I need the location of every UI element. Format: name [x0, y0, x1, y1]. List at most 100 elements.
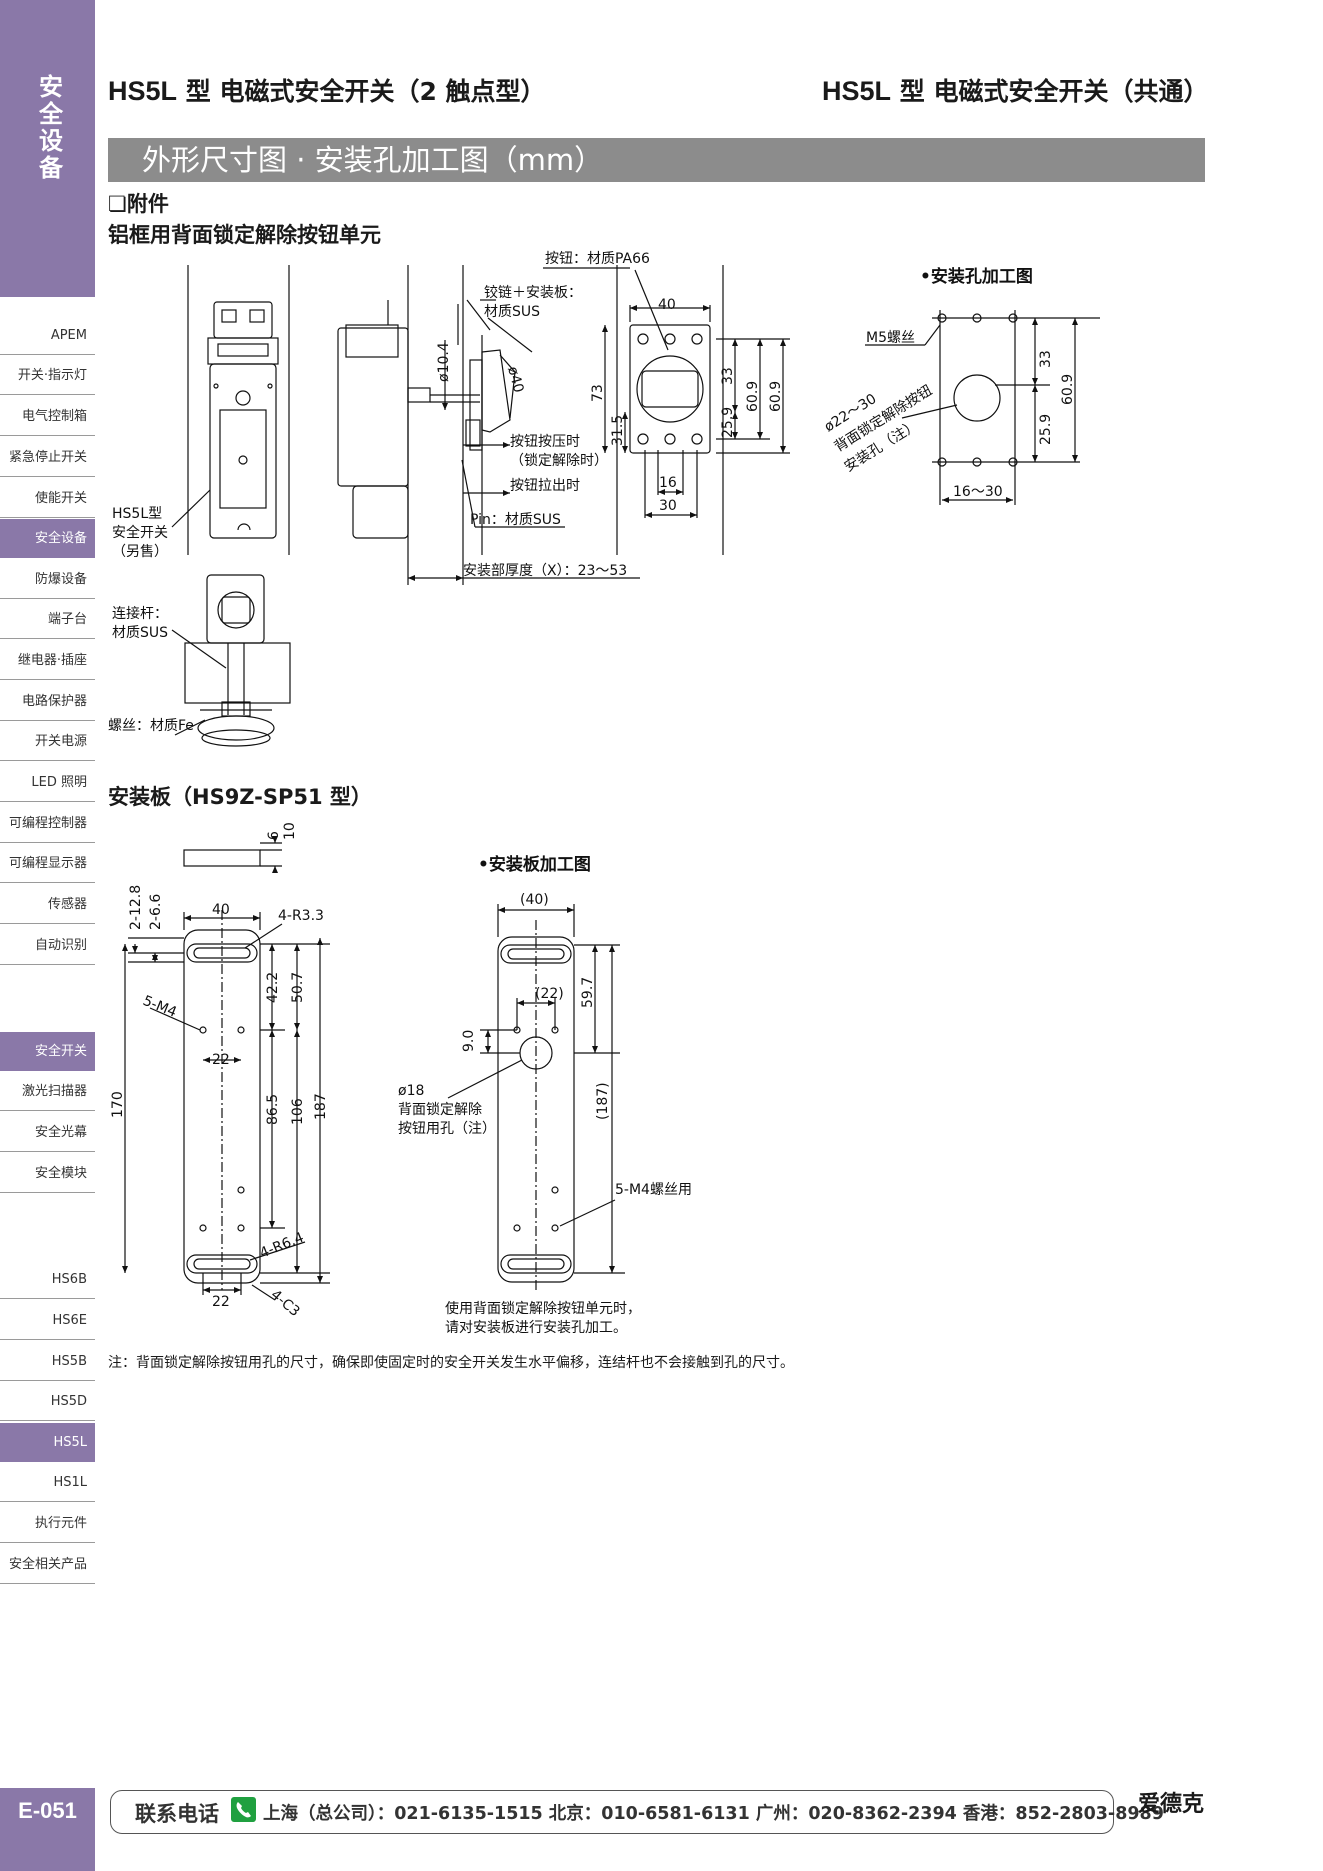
dim-plate-187: 187 — [313, 1093, 329, 1120]
label-screw: 螺丝：材质Fe — [108, 718, 194, 734]
heading-right-model: HS5L — [822, 76, 892, 106]
hole-processing-title: •安装孔加工图 — [920, 266, 1033, 287]
plate-processing-title: •安装板加工图 — [478, 854, 591, 875]
label-usage-2: 请对安装板进行安装孔加工。 — [445, 1320, 627, 1336]
dim-proc-40: (40) — [520, 892, 549, 908]
dim-front-30: 30 — [659, 498, 677, 514]
sidebar-item-led-lighting[interactable]: LED 照明 — [0, 763, 95, 802]
dim-plate-170: 170 — [110, 1091, 126, 1118]
contact-box — [110, 1790, 1114, 1834]
sidebar-item-relay-socket[interactable]: 继电器·插座 — [0, 641, 95, 680]
footnote: 注：背面锁定解除按钮用孔的尺寸，确保即使固定时的安全开关发生水平偏移，连结杆也不… — [108, 1355, 794, 1371]
page-heading-left: HS5L 型 电磁式安全开关（2 触点型） — [108, 72, 546, 108]
label-d18-3: 按钮用孔（注） — [398, 1121, 496, 1137]
dim-hole-33: 33 — [1038, 350, 1054, 368]
sidebar-item-plc[interactable]: 可编程控制器 — [0, 804, 95, 843]
heading-right-title: 型 电磁式安全开关（共通） — [899, 77, 1209, 106]
label-usage-1: 使用背面锁定解除按钮单元时， — [445, 1300, 641, 1317]
label-d18-1: ø18 — [398, 1083, 424, 1099]
dim-front-40: 40 — [658, 297, 676, 313]
sidebar-item-switch-light[interactable]: 开关·指示灯 — [0, 356, 95, 395]
dim-plate-40: 40 — [212, 902, 230, 918]
sidebar-header — [0, 0, 95, 297]
dim-plate-2-6-6: 2-6.6 — [148, 894, 164, 930]
dim-plate-5-m4: 5-M4 — [141, 993, 179, 1021]
sidebar-item-hs5b[interactable]: HS5B — [0, 1342, 95, 1381]
mounting-plate-top — [183, 836, 282, 873]
dim-plate-4-r6-4: 4-R6.4 — [258, 1230, 307, 1262]
sidebar-item-hs1l[interactable]: HS1L — [0, 1463, 95, 1502]
sidebar-item-circuit-protector[interactable]: 电路保护器 — [0, 682, 95, 721]
dim-plate-4-r3-3: 4-R3.3 — [278, 908, 324, 924]
label-button-material: 按钮：材质PA66 — [545, 251, 650, 267]
phone-icon — [231, 1797, 256, 1822]
label-hinge-1: 铰链＋安装板： — [484, 285, 582, 301]
sidebar-item-safety-equipment[interactable]: 安全设备 — [0, 519, 95, 558]
page-heading-right: HS5L 型 电磁式安全开关（共通） — [822, 72, 1208, 108]
sidebar-item-sensor[interactable]: 传感器 — [0, 885, 95, 924]
label-pull: 按钮拉出时 — [510, 478, 580, 494]
label-thickness: 安装部厚度（X）：23～53 — [463, 563, 627, 579]
dim-hole-60-9: 60.9 — [1060, 374, 1076, 405]
dim-plate-22a: 22 — [212, 1052, 230, 1068]
sidebar-item-auto-id[interactable]: 自动识别 — [0, 926, 95, 965]
sidebar-item-hmi[interactable]: 可编程显示器 — [0, 844, 95, 883]
dim-plate-22b: 22 — [212, 1294, 230, 1310]
sidebar-item-terminal-block[interactable]: 端子台 — [0, 600, 95, 639]
dim-proc-22: (22) — [535, 986, 564, 1002]
label-press-2: （锁定解除时） — [510, 453, 608, 469]
dim-front-73: 73 — [590, 384, 606, 402]
heading-left-title: 型 电磁式安全开关（2 触点型） — [185, 77, 546, 106]
sidebar-item-explosion-proof[interactable]: 防爆设备 — [0, 560, 95, 599]
label-d10-4: ø10.4 — [436, 342, 452, 382]
sidebar-item-hs5l[interactable]: HS5L — [0, 1423, 95, 1462]
sidebar-item-hs5d[interactable]: HS5D — [0, 1382, 95, 1421]
dim-plate-42-2: 42.2 — [265, 972, 281, 1003]
accessory-subtitle: 铝框用背面锁定解除按钮单元 — [108, 223, 381, 247]
dim-hole-width: 16～30 — [953, 484, 1003, 500]
sidebar-item-actuator[interactable]: 执行元件 — [0, 1504, 95, 1543]
label-switch-3: （另售） — [112, 544, 168, 560]
sidebar-item-emergency-stop[interactable]: 紧急停止开关 — [0, 438, 95, 477]
button-unit-front-view — [629, 324, 711, 454]
label-rod-2: 材质SUS — [112, 625, 168, 641]
dim-plate-2-12-8: 2-12.8 — [128, 885, 144, 930]
dim-plate-4-c3: 4-C3 — [267, 1287, 302, 1320]
mounting-plate-title: 安装板（HS9Z-SP51 型） — [108, 785, 372, 809]
brand-name: 爱德克 — [1138, 1792, 1205, 1817]
label-m4-screw: 5-M4螺丝用 — [615, 1182, 692, 1198]
page-number-box — [0, 1788, 95, 1871]
heading-left-model: HS5L — [108, 76, 178, 106]
label-switch-1: HS5L型 — [112, 506, 162, 522]
dim-plate-10: 10 — [282, 822, 298, 840]
sidebar-item-control-box[interactable]: 电气控制箱 — [0, 397, 95, 436]
label-press-1: 按钮按压时 — [510, 434, 580, 450]
dim-proc-9-0: 9.0 — [461, 1030, 477, 1052]
sidebar-item-laser-scanner[interactable]: 激光扫描器 — [0, 1072, 95, 1111]
dim-front-16: 16 — [659, 475, 677, 491]
sidebar-item-apem[interactable]: APEM — [0, 316, 95, 355]
sidebar-category-title: 安全设备 — [39, 73, 63, 182]
sidebar-item-hs6e[interactable]: HS6E — [0, 1301, 95, 1340]
section-title-bar: 外形尺寸图 · 安装孔加工图（mm） — [108, 138, 1205, 182]
sidebar-item-safety-switch[interactable]: 安全开关 — [0, 1032, 95, 1071]
label-m5-screw: M5螺丝 — [866, 330, 915, 346]
sidebar: 安全设备 APEM 开关·指示灯 电气控制箱 紧急停止开关 使能开关 安全设备 … — [0, 0, 95, 1871]
label-hinge-2: 材质SUS — [484, 304, 540, 320]
plate-processing-drawing — [447, 904, 625, 1290]
sidebar-item-hs6b[interactable]: HS6B — [0, 1260, 95, 1299]
sidebar-item-safety-module[interactable]: 安全模块 — [0, 1154, 95, 1193]
sidebar-item-power-supply[interactable]: 开关电源 — [0, 722, 95, 761]
label-d40: ø40 — [504, 365, 526, 395]
label-pin: Pin：材质SUS — [470, 512, 561, 528]
label-switch-2: 安全开关 — [112, 524, 168, 541]
dim-plate-86-5: 86.5 — [265, 1094, 281, 1125]
dim-front-25-9: 25.9 — [720, 407, 736, 438]
dim-proc-59-7: 59.7 — [580, 977, 596, 1008]
sidebar-item-safety-related[interactable]: 安全相关产品 — [0, 1545, 95, 1584]
dim-plate-106: 106 — [290, 1098, 306, 1125]
sidebar-item-enabling-switch[interactable]: 使能开关 — [0, 479, 95, 518]
sidebar-item-light-curtain[interactable]: 安全光幕 — [0, 1113, 95, 1152]
dim-front-60-9b: 60.9 — [768, 381, 784, 412]
